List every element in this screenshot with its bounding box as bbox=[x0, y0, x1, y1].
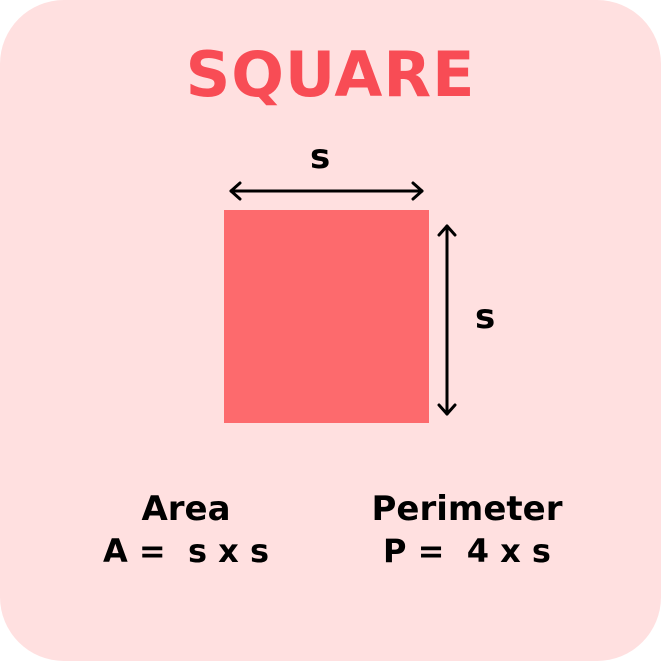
perimeter-heading: Perimeter bbox=[371, 489, 563, 529]
right-side-label: s bbox=[475, 297, 496, 337]
perimeter-expression: P = 4 x s bbox=[383, 532, 551, 570]
top-double-arrow-icon bbox=[229, 181, 424, 201]
perimeter-formula-block: Perimeter P = 4 x s bbox=[337, 488, 597, 572]
right-double-arrow-icon bbox=[437, 224, 457, 416]
area-expression: A = s x s bbox=[102, 532, 269, 570]
page-title: SQUARE bbox=[185, 38, 476, 111]
area-heading: Area bbox=[141, 489, 231, 529]
square-shape bbox=[224, 210, 429, 423]
area-formula-block: Area A = s x s bbox=[56, 488, 316, 572]
top-side-label: s bbox=[310, 137, 331, 177]
